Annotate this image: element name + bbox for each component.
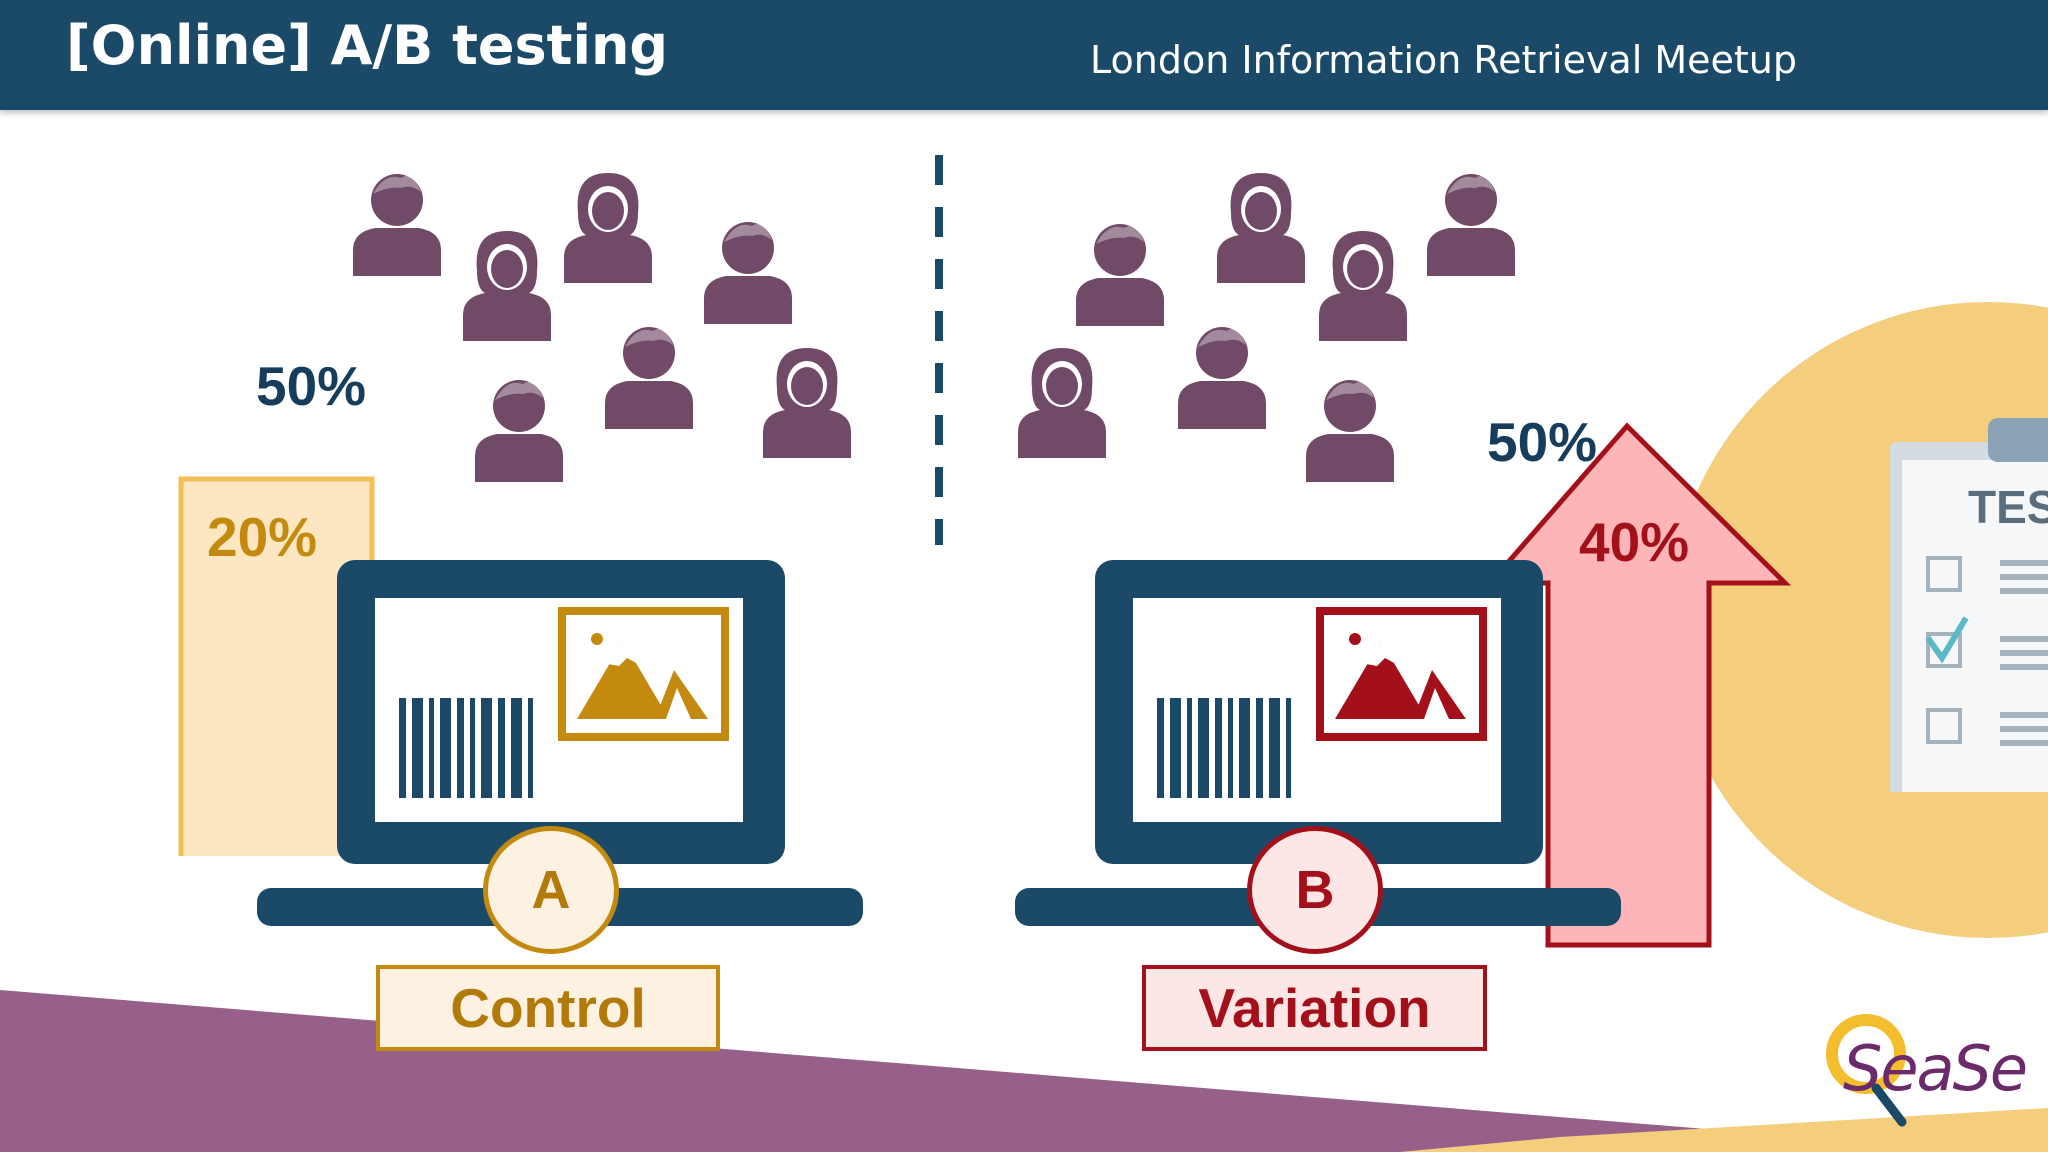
user-male-icon [704,222,792,324]
page-title: [Online] A/B testing [66,14,669,77]
user-male-icon [1076,224,1164,326]
sease-logo: SeaSe [1843,1032,2028,1105]
variation-traffic-share: 50% [1487,411,1598,473]
header-bar: [Online] A/B testing London Information … [0,0,2048,110]
user-female-icon [564,173,652,283]
user-female-icon [1217,173,1305,283]
user-female-icon [1018,348,1106,458]
user-male-icon [1306,380,1394,482]
meetup-subtitle: London Information Retrieval Meetup [1090,38,1798,82]
barcode-icon [1157,698,1291,798]
image-icon [558,607,729,741]
control-label: Control [376,965,720,1051]
user-female-icon [763,348,851,458]
variant-a-badge: A [483,826,619,954]
control-traffic-share: 50% [256,355,367,417]
clipboard-checklist-icon [1890,418,2048,792]
check-icon [1925,616,1969,664]
control-laptop-icon [257,560,863,926]
user-female-icon [463,231,551,341]
barcode-icon [399,698,533,798]
clipboard-title: TES [1968,481,2048,533]
user-male-icon [475,380,563,482]
user-female-icon [1319,231,1407,341]
variation-conversion-rate: 40% [1579,511,1690,573]
magnifier-logo-icon [1826,1014,1907,1127]
user-male-icon [353,174,441,276]
variation-user-group [1018,173,1515,482]
variant-b-badge: B [1247,826,1383,954]
control-conversion-rate: 20% [207,506,318,568]
variation-label: Variation [1142,965,1487,1051]
purple-band [0,990,2048,1152]
clipboard-clip [1988,418,2048,462]
gold-band [1400,1108,2048,1152]
variation-laptop-icon [1015,560,1621,926]
image-icon [1316,607,1487,741]
user-male-icon [1427,174,1515,276]
control-user-group [353,173,851,482]
user-male-icon [1178,327,1266,429]
user-male-icon [605,327,693,429]
